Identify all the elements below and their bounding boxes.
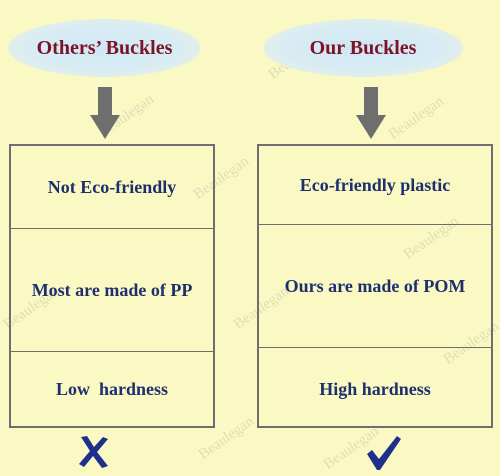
our-buckles-title: Our Buckles [263, 19, 463, 77]
check-mark-icon [367, 436, 401, 470]
row-divider [259, 224, 491, 225]
row-divider [11, 228, 213, 229]
row-divider [259, 347, 491, 348]
x-mark-icon [79, 436, 108, 468]
others-row-material: Most are made of PP [31, 280, 193, 300]
others-row-eco: Not Eco-friendly [47, 176, 177, 197]
arrow-down-icon [356, 87, 386, 139]
our-buckles-table: Eco-friendly plastic Ours are made of PO… [257, 144, 493, 428]
row-divider [11, 351, 213, 352]
ours-row-hardness: High hardness [319, 378, 431, 399]
others-buckles-title-text: Others’ Buckles [36, 36, 173, 59]
our-buckles-title-text: Our Buckles [309, 36, 417, 59]
arrow-down-icon [90, 87, 120, 139]
others-buckles-title: Others’ Buckles [8, 19, 201, 77]
ours-row-material: Ours are made of POM [284, 276, 466, 296]
others-row-hardness: Low hardness [55, 378, 169, 399]
ours-row-eco: Eco-friendly plastic [299, 174, 451, 195]
watermark: Beaulegan [385, 93, 447, 143]
others-buckles-table: Not Eco-friendly Most are made of PP Low… [9, 144, 215, 428]
